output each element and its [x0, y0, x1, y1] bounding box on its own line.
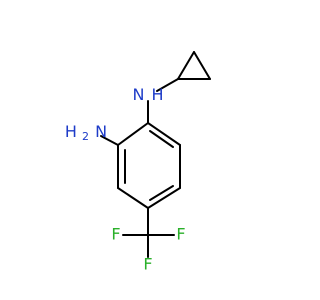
bond-ring-double-2 [149, 185, 174, 201]
fluorine-left-label: F [111, 225, 120, 244]
bond-nh-to-cyclopropyl [156, 78, 179, 92]
nh-atom-label: N H [132, 85, 163, 104]
bond-cyclopropyl-2 [193, 51, 211, 80]
bond-ring-1 [147, 122, 181, 146]
bond-ring-4 [117, 187, 149, 209]
bond-ring-double-1 [149, 130, 174, 148]
bond-ring-3 [147, 187, 181, 209]
nh2-subscript: 2 [82, 130, 89, 143]
nh-nitrogen-symbol: N [132, 85, 144, 104]
atom-label-group: N H H 2 N F F F [65, 85, 186, 274]
nh-hydrogen-symbol: H [152, 85, 164, 104]
bond-ring-to-nh2 [100, 135, 119, 146]
nh2-hydrogen-symbol: H [65, 122, 77, 141]
nh2-nitrogen-symbol: N [95, 122, 107, 141]
fluorine-bottom-label: F [143, 255, 152, 274]
fluorine-top-label: F [176, 225, 185, 244]
bond-cyclopropyl-3 [177, 51, 195, 80]
bond-ring-6 [117, 122, 149, 146]
bond-group [100, 51, 211, 258]
molecule-structure: N H H 2 N F F F [65, 51, 211, 274]
nh2-atom-label: H 2 N [65, 122, 107, 146]
